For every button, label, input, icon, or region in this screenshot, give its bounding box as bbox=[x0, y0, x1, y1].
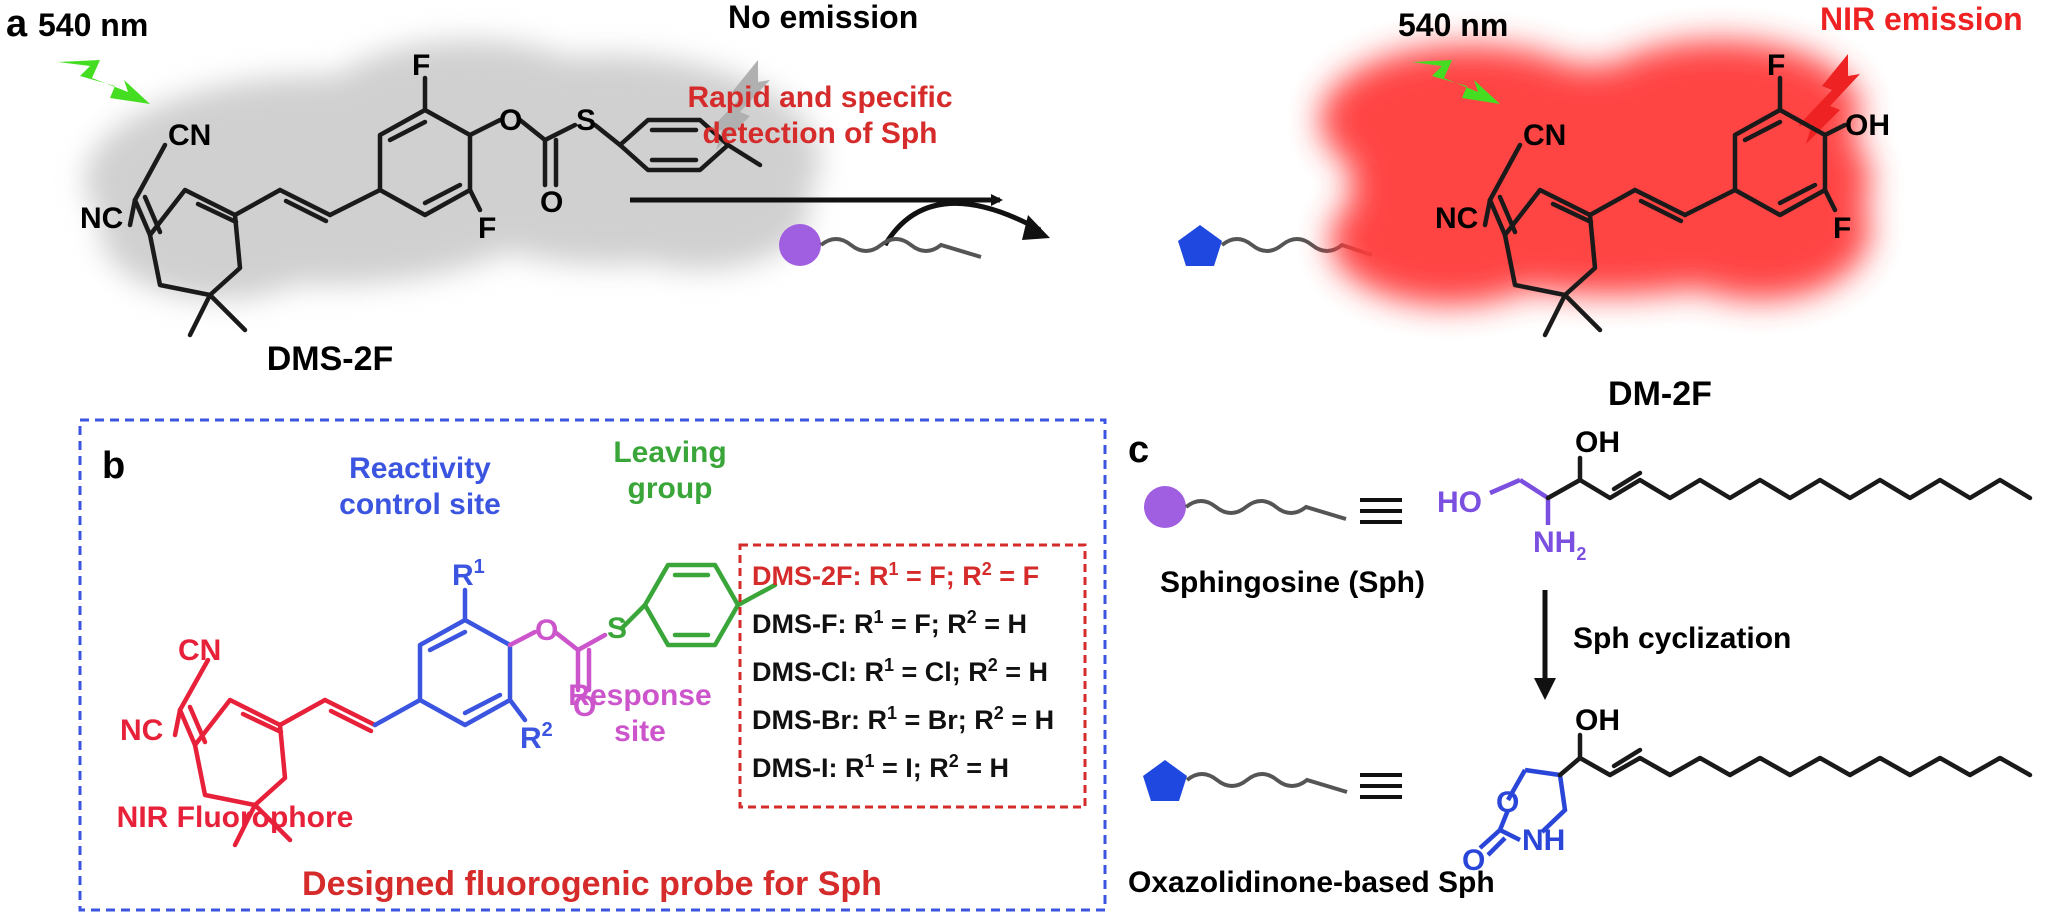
curved-arrow bbox=[882, 200, 1042, 247]
arrow-head-icon bbox=[1022, 215, 1050, 240]
fluorophore-structure bbox=[172, 657, 378, 848]
reactivity-label-line1: Reactivity bbox=[349, 452, 491, 485]
panel-a-label: a bbox=[6, 3, 28, 45]
arrow-text-line2: detection of Sph bbox=[703, 117, 938, 150]
arrow-text-line1: Rapid and specific bbox=[687, 81, 952, 114]
atom-f: F bbox=[1767, 49, 1785, 82]
oxazolidinone-pentagon-icon bbox=[1143, 760, 1187, 801]
gray-cloud bbox=[85, 40, 820, 300]
lipid-chain bbox=[819, 237, 982, 259]
panel-c-label: c bbox=[1128, 429, 1149, 471]
reactivity-label-line2: control site bbox=[339, 488, 501, 521]
r2-label: R2 bbox=[520, 719, 553, 755]
atom-cn: CN bbox=[178, 634, 221, 667]
lipid-chain bbox=[1184, 499, 1347, 521]
no-emission-label: No emission bbox=[728, 0, 918, 35]
response-label-line1: Response bbox=[568, 679, 711, 712]
fluorophore-label: NIR Fluorophore bbox=[117, 801, 354, 834]
lipid-chain bbox=[1220, 237, 1373, 257]
red-glow bbox=[1320, 40, 1870, 305]
oxazolidinone-label: Oxazolidinone-based Sph bbox=[1128, 866, 1495, 899]
atom-ho: HO bbox=[1437, 486, 1482, 519]
atom-cn: CN bbox=[1523, 119, 1566, 152]
variant-row: DMS-Cl: R1 = Cl; R2 = H bbox=[752, 655, 1048, 687]
variants-box bbox=[738, 543, 1087, 809]
leaving-group bbox=[619, 562, 778, 648]
atom-o: O bbox=[535, 614, 558, 647]
variant-row: DMS-I: R1 = I; R2 = H bbox=[752, 751, 1009, 783]
panel-b-frame bbox=[78, 418, 1107, 912]
atom-oh: OH bbox=[1575, 704, 1620, 737]
lipid-chain bbox=[1185, 772, 1348, 794]
equivalence-icon bbox=[1360, 773, 1402, 799]
excitation-label-left: 540 nm bbox=[38, 7, 148, 43]
sphingosine-circle-icon bbox=[779, 224, 821, 266]
lightning-bolt-icon bbox=[708, 60, 770, 150]
product-name: DM-2F bbox=[1608, 375, 1712, 413]
sphingosine-label: Sphingosine (Sph) bbox=[1160, 566, 1425, 599]
atom-nc: NC bbox=[120, 714, 163, 747]
atom-oh: OH bbox=[1845, 109, 1890, 142]
response-label-line2: site bbox=[614, 715, 666, 748]
atom-o: O bbox=[499, 104, 522, 137]
equivalence-icon bbox=[1360, 498, 1402, 524]
excitation-label-right: 540 nm bbox=[1398, 7, 1508, 43]
atom-o: O bbox=[573, 690, 596, 723]
variants-list: DMS-2F: R1 = F; R2 = F DMS-F: R1 = F; R2 … bbox=[752, 559, 1054, 783]
atom-o: O bbox=[540, 186, 563, 219]
oxazolidinone-structure bbox=[1478, 732, 2033, 857]
atom-cn: CN bbox=[168, 119, 211, 152]
atom-oh: OH bbox=[1575, 426, 1620, 459]
r1-label: R1 bbox=[452, 556, 485, 592]
panel-b-label: b bbox=[102, 445, 125, 487]
lightning-bolt-icon bbox=[1412, 60, 1500, 104]
sphingosine-structure bbox=[1489, 455, 2033, 525]
atom-o: O bbox=[1496, 786, 1519, 819]
atom-nh2: NH2 bbox=[1533, 526, 1586, 564]
atom-f: F bbox=[478, 212, 496, 245]
cyclization-label: Sph cyclization bbox=[1573, 622, 1791, 655]
lightning-bolt-icon bbox=[1798, 54, 1860, 144]
nir-emission-label: NIR emission bbox=[1820, 1, 2023, 37]
variant-row: DMS-F: R1 = F; R2 = H bbox=[752, 607, 1027, 639]
leaving-label-line2: group bbox=[628, 472, 713, 505]
lightning-bolt-icon bbox=[58, 60, 150, 104]
response-site bbox=[507, 629, 608, 693]
atom-s: S bbox=[607, 612, 627, 645]
oxazolidinone-pentagon-icon bbox=[1178, 225, 1222, 266]
atom-f: F bbox=[1833, 212, 1851, 245]
atom-nh: NH bbox=[1522, 824, 1565, 857]
arrow-head-icon bbox=[1534, 678, 1556, 700]
product-structure bbox=[1482, 75, 1848, 338]
panel-b-caption: Designed fluorogenic probe for Sph bbox=[302, 865, 882, 903]
leaving-label-line1: Leaving bbox=[613, 436, 726, 469]
variant-row: DMS-2F: R1 = F; R2 = F bbox=[752, 559, 1039, 591]
reactivity-ring bbox=[372, 587, 528, 728]
atom-nc: NC bbox=[1435, 202, 1478, 235]
probe-structure bbox=[127, 75, 763, 338]
atom-nc: NC bbox=[80, 202, 123, 235]
variant-row: DMS-Br: R1 = Br; R2 = H bbox=[752, 703, 1054, 735]
sphingosine-circle-icon bbox=[1144, 486, 1186, 528]
probe-name: DMS-2F bbox=[267, 340, 394, 378]
atom-o: O bbox=[1462, 844, 1485, 877]
atom-f: F bbox=[412, 49, 430, 82]
atom-s: S bbox=[576, 104, 596, 137]
